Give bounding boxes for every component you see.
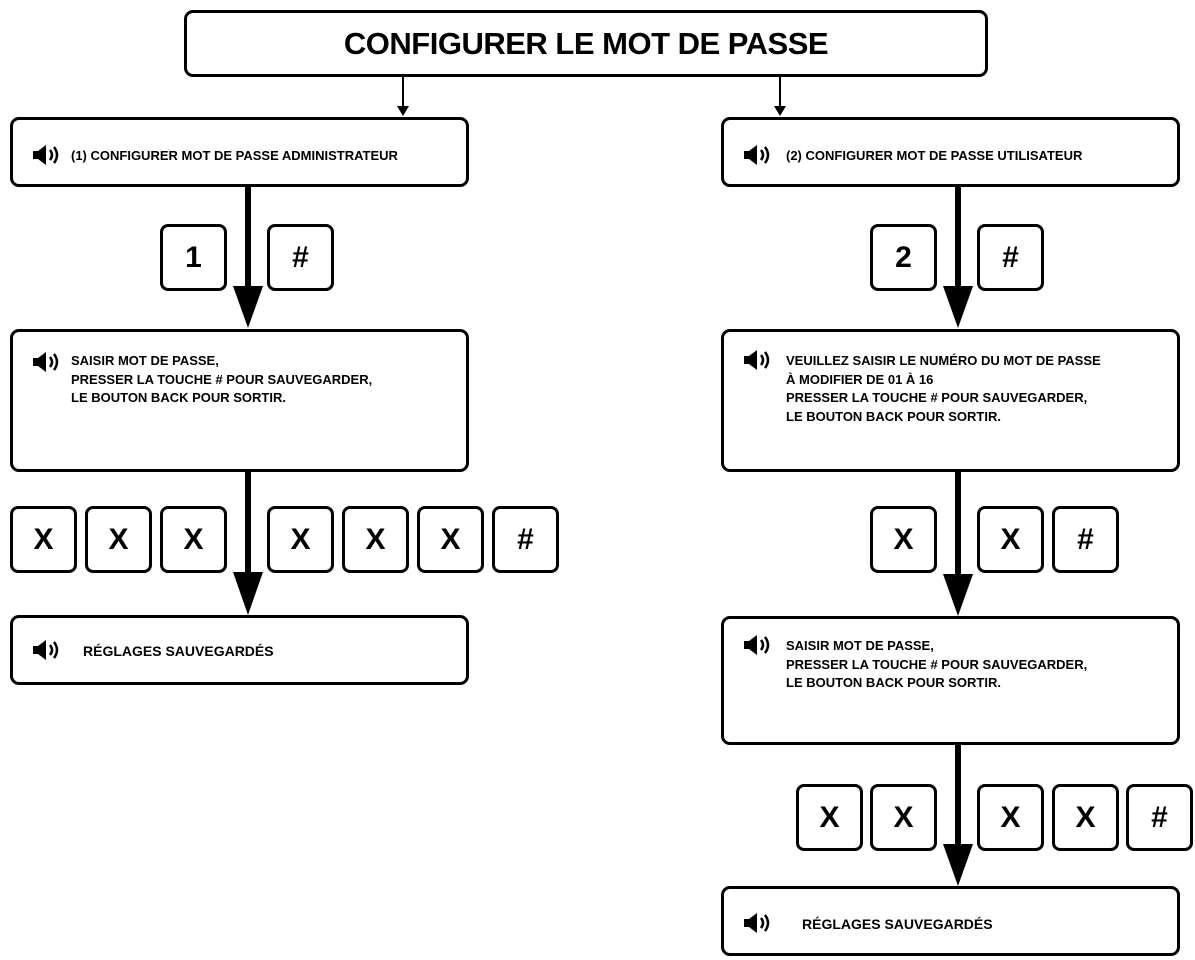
key-button-x[interactable]: X [796,784,863,851]
key-button-x[interactable]: X [1052,784,1119,851]
arrow-left-1 [233,186,263,328]
key-button-1[interactable]: 1 [160,224,227,291]
key-button-x[interactable]: X [870,506,937,573]
message-line: VEUILLEZ SAISIR LE NUMÉRO DU MOT DE PASS… [786,353,1101,368]
arrow-left-2 [233,471,263,615]
connector-title-left [397,76,409,116]
key-label: X [183,522,204,556]
key-label: 1 [185,240,202,274]
key-button-x[interactable]: X [417,506,484,573]
message-line: SAISIR MOT DE PASSE, [786,638,934,653]
key-label: # [1002,240,1019,274]
key-button-hash[interactable]: # [1052,506,1119,573]
key-label: # [1077,522,1094,556]
key-button-hash[interactable]: # [492,506,559,573]
arrow-right-3 [943,744,973,886]
key-button-x[interactable]: X [342,506,409,573]
speaker-icon [33,640,59,660]
speaker-icon [744,145,770,165]
message-line: PRESSER LA TOUCHE # POUR SAUVEGARDER, [71,371,373,387]
right-saved-box: RÉGLAGES SAUVEGARDÉS [721,886,1180,956]
key-label: X [1075,800,1096,834]
key-button-x[interactable]: X [85,506,152,573]
message-line: LE BOUTON BACK POUR SORTIR. [71,390,286,405]
key-label: X [1000,800,1021,834]
key-label: X [819,800,840,834]
key-label: X [440,522,461,556]
right-step-user-box: (2) CONFIGURER MOT DE PASSE UTILISATEUR [721,117,1180,187]
key-label: 2 [895,240,912,274]
right-enter-number-box: VEUILLEZ SAISIR LE NUMÉRO DU MOT DE PASS… [721,329,1180,472]
key-button-hash[interactable]: # [267,224,334,291]
key-button-hash[interactable]: # [977,224,1044,291]
key-button-x[interactable]: X [977,506,1044,573]
arrow-right-2 [943,471,973,616]
page-title: CONFIGURER LE MOT DE PASSE [343,25,829,61]
speaker-icon [33,145,59,165]
message-line: PRESSER LA TOUCHE # POUR SAUVEGARDER, [786,390,1088,405]
step-label-user: (2) CONFIGURER MOT DE PASSE UTILISATEUR [786,148,1083,163]
speaker-icon [744,635,770,655]
message-line: SAISIR MOT DE PASSE, [71,353,219,368]
left-step-admin-box: (1) CONFIGURER MOT DE PASSE ADMINISTRATE… [10,117,469,187]
speaker-icon [744,913,770,933]
key-button-2[interactable]: 2 [870,224,937,291]
speaker-icon [33,352,59,372]
key-button-x[interactable]: X [267,506,334,573]
message-line: LE BOUTON BACK POUR SORTIR. [786,675,1001,690]
key-button-hash[interactable]: # [1126,784,1193,851]
key-label: # [292,240,309,274]
key-label: # [517,522,534,556]
key-button-x[interactable]: X [10,506,77,573]
key-label: X [290,522,311,556]
step-label-admin: (1) CONFIGURER MOT DE PASSE ADMINISTRATE… [71,148,398,163]
key-button-x[interactable]: X [160,506,227,573]
arrow-right-1 [943,186,973,328]
left-saved-box: RÉGLAGES SAUVEGARDÉS [10,615,469,685]
key-label: X [1000,522,1021,556]
speaker-icon [744,350,770,370]
saved-message: RÉGLAGES SAUVEGARDÉS [83,643,274,659]
left-enter-password-box: SAISIR MOT DE PASSE, PRESSER LA TOUCHE #… [10,329,469,472]
key-button-x[interactable]: X [977,784,1044,851]
key-label: X [108,522,129,556]
key-label: X [365,522,386,556]
key-label: X [33,522,54,556]
key-button-x[interactable]: X [870,784,937,851]
connector-title-right [774,76,786,116]
title-box: CONFIGURER LE MOT DE PASSE [184,10,988,77]
message-line: À MODIFIER DE 01 À 16 [786,371,934,387]
saved-message: RÉGLAGES SAUVEGARDÉS [802,916,993,932]
right-enter-password-box: SAISIR MOT DE PASSE, PRESSER LA TOUCHE #… [721,616,1180,745]
key-label: X [893,800,914,834]
message-line: PRESSER LA TOUCHE # POUR SAUVEGARDER, [786,656,1088,672]
key-label: # [1151,800,1168,834]
message-line: LE BOUTON BACK POUR SORTIR. [786,408,1001,424]
key-label: X [893,522,914,556]
